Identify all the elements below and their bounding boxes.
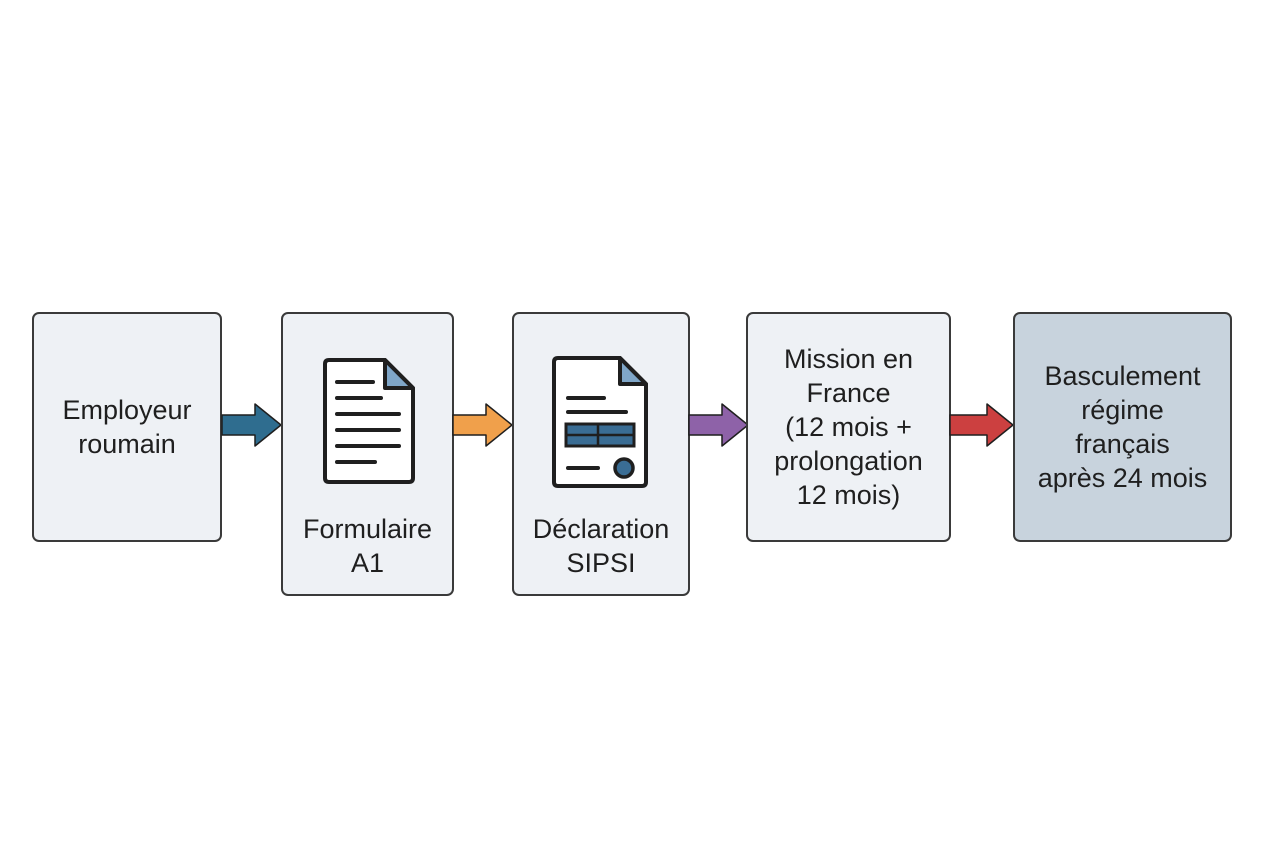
arrow-1 — [221, 403, 282, 447]
step-label: Formulaire A1 — [302, 514, 433, 578]
step-label: Mission en France (12 mois + prolongatio… — [774, 344, 923, 510]
step-declaration-sipsi: Déclaration SIPSI — [512, 312, 690, 596]
step-employeur-roumain: Employeur roumain — [32, 312, 222, 542]
arrow-4 — [949, 403, 1014, 447]
step-mission-en-france: Mission en France (12 mois + prolongatio… — [746, 312, 951, 542]
form-document-icon — [552, 356, 648, 488]
step-formulaire-a1: Formulaire A1 — [281, 312, 454, 596]
step-label: Basculement régime français après 24 moi… — [1037, 361, 1208, 493]
document-icon — [323, 358, 415, 484]
step-basculement-regime-francais: Basculement régime français après 24 moi… — [1013, 312, 1232, 542]
step-label: Déclaration SIPSI — [532, 514, 670, 578]
arrow-2 — [452, 403, 513, 447]
step-label: Employeur roumain — [62, 395, 192, 459]
arrow-3 — [688, 403, 749, 447]
